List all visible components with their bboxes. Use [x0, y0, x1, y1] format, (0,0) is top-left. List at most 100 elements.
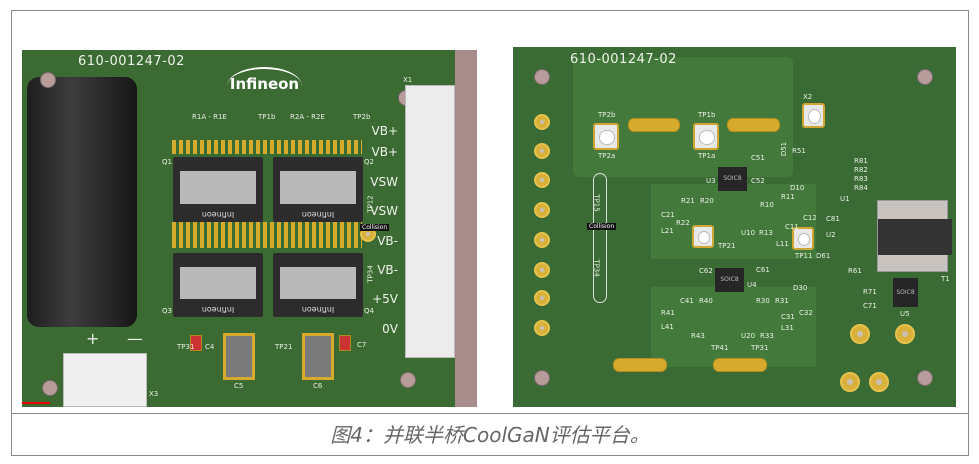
- silk-label: R30: [756, 297, 770, 305]
- silk-label: U3: [706, 177, 716, 185]
- ic-u5: SOIC8: [893, 278, 918, 307]
- pin-label: VB-: [377, 263, 398, 277]
- pin-pad: [534, 202, 550, 218]
- polarity-minus: —: [127, 329, 143, 348]
- connector-x3: [63, 353, 147, 407]
- silk-label: TP21: [275, 343, 293, 351]
- copper-pour: [651, 287, 816, 367]
- part-number: 610-001247-02: [78, 54, 185, 69]
- copper-pour: [573, 57, 793, 177]
- silk-label: C31: [781, 313, 795, 321]
- silk-label: C4: [205, 343, 215, 351]
- silk-label: TP15: [592, 194, 601, 212]
- silk-label: C81: [826, 215, 840, 223]
- pcb-bottom-view: 610-001247-02 TP2b TP2a TP1b TP1a X2 TP1…: [513, 47, 956, 407]
- silk-label: TP31: [177, 343, 195, 351]
- figure-caption: 图4：并联半桥CoolGaN评估平台。: [330, 423, 650, 447]
- silk-label: U4: [747, 281, 757, 289]
- mounting-hole: [534, 370, 550, 386]
- silk-label: C41: [680, 297, 694, 305]
- silk-label: C6: [313, 382, 323, 390]
- mounting-hole: [40, 72, 56, 88]
- pin-pad: [534, 232, 550, 248]
- silk-label: TP1a: [698, 152, 716, 160]
- axis-x-indicator: [22, 402, 50, 404]
- mounting-hole: [42, 380, 58, 396]
- silk-label: R1A - R1E: [192, 113, 227, 121]
- silk-label: R11: [781, 193, 795, 201]
- pin-label: VB+: [371, 124, 399, 138]
- pad-row: [172, 222, 362, 248]
- capacitor-c4: [190, 335, 202, 351]
- silk-label: L11: [776, 240, 789, 248]
- silk-label: R33: [760, 332, 774, 340]
- silk-label: C51: [751, 154, 765, 162]
- silk-label: R40: [699, 297, 713, 305]
- silk-label: D30: [793, 284, 808, 292]
- coax-tp21: [692, 225, 714, 248]
- mounting-hole: [917, 370, 933, 386]
- pin-label: VSW: [370, 204, 398, 218]
- silk-label: TP21: [718, 242, 736, 250]
- silk-label: L21: [661, 227, 674, 235]
- silk-label: U1: [840, 195, 850, 203]
- silk-label: TP1b: [698, 111, 716, 119]
- silk-label: X2: [803, 93, 813, 101]
- gate-resistors: [172, 140, 362, 154]
- silk-label: TP1b: [258, 113, 276, 121]
- pin-header: [628, 118, 680, 132]
- collision-marker: Collision: [587, 223, 617, 230]
- silk-label: R13: [759, 229, 773, 237]
- silk-label: C62: [699, 267, 713, 275]
- pin-label: VB-: [377, 234, 398, 248]
- silk-label: R83: [854, 175, 868, 183]
- caption-divider: [11, 413, 969, 414]
- silk-label: R22: [676, 219, 690, 227]
- silk-label: U2: [826, 231, 836, 239]
- electrolytic-capacitor: [27, 77, 137, 327]
- pin-pad: [534, 290, 550, 306]
- pin-label: +5V: [372, 292, 398, 306]
- silk-label: D61: [816, 252, 831, 260]
- silk-label: TP2b: [353, 113, 371, 121]
- figure-frame: [11, 10, 969, 456]
- silk-label: C7: [357, 341, 367, 349]
- mounting-hole: [400, 372, 416, 388]
- silk-label: C11: [785, 223, 799, 231]
- pin-label: VSW: [370, 175, 398, 189]
- silk-label: R43: [691, 332, 705, 340]
- board-edge: [455, 50, 477, 407]
- pcb-top-view: 610-001247-02 Infineon R1A - R1E TP1b R2…: [22, 50, 477, 407]
- transformer-t1: [877, 200, 952, 272]
- pin-pad: [534, 320, 550, 336]
- power-pad: [840, 372, 860, 392]
- silk-label: C61: [756, 266, 770, 274]
- silk-label: R81: [854, 157, 868, 165]
- pin-label: VB+: [371, 145, 399, 159]
- power-pad: [869, 372, 889, 392]
- silk-label: Q3: [162, 307, 172, 315]
- power-pad: [895, 324, 915, 344]
- power-pad: [850, 324, 870, 344]
- capacitor-c6: [302, 333, 334, 380]
- silk-label: C52: [751, 177, 765, 185]
- pin-header: [613, 358, 667, 372]
- silk-label: U5: [900, 310, 910, 318]
- pin-pad: [534, 114, 550, 130]
- coax-tp1a: [693, 123, 719, 150]
- silk-label: X3: [149, 390, 159, 398]
- silk-label: D51: [780, 141, 789, 157]
- silk-label: R20: [700, 197, 714, 205]
- pin-header: [727, 118, 780, 132]
- silk-label: C21: [661, 211, 675, 219]
- silk-label: D10: [790, 184, 805, 192]
- ic-u3: SOIC8: [718, 167, 747, 191]
- silk-label: TP2b: [598, 111, 616, 119]
- gan-transistor-q2: Infineon: [273, 157, 363, 222]
- silk-label: R21: [681, 197, 695, 205]
- silk-label: U10: [741, 229, 756, 237]
- ic-u4: SOIC8: [715, 268, 744, 292]
- silk-label: R2A - R2E: [290, 113, 325, 121]
- silk-label: R41: [661, 309, 675, 317]
- pin-pad: [534, 262, 550, 278]
